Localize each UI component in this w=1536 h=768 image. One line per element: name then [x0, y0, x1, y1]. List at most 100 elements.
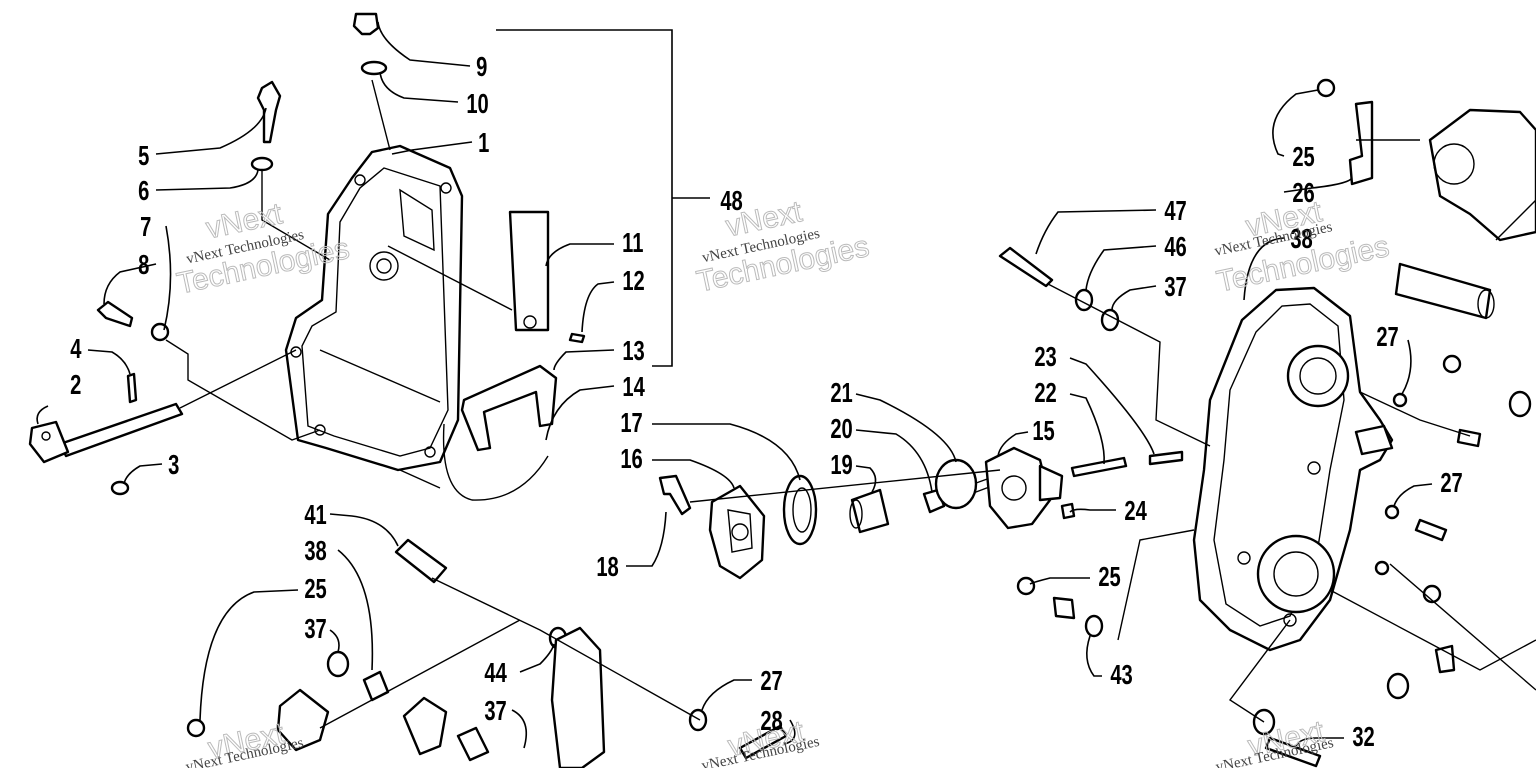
- callout-9: 9: [476, 52, 487, 83]
- callout-46: 46: [1164, 232, 1186, 263]
- nut-25b-part: [1316, 78, 1336, 98]
- callout-2: 2: [70, 370, 81, 401]
- nut-25a-part: [186, 718, 206, 738]
- callout-37-center: 37: [484, 696, 506, 727]
- leader-lines: [36, 21, 1433, 749]
- chaincase-cover-part: [284, 144, 464, 472]
- callout-27: 25: [1098, 562, 1120, 593]
- washer-right-g-part: [1386, 672, 1410, 700]
- clutch-part: [1428, 108, 1536, 242]
- watermark-5: vNext vNext Technologies: [700, 714, 821, 768]
- callout-20: 20: [830, 414, 852, 445]
- callout-48: 48: [720, 186, 742, 217]
- callout-29-right: 27: [1440, 468, 1462, 499]
- nut-right-a-part: [1442, 354, 1462, 374]
- bolt-28-part: [738, 724, 788, 760]
- spacer-37b-part: [456, 726, 490, 762]
- oring-21-part: [934, 458, 978, 510]
- washer-right-e-part: [1374, 560, 1390, 576]
- bolt-47-part: [998, 246, 1054, 288]
- plug-9-part: [352, 12, 380, 36]
- washer-29c-part: [1384, 504, 1400, 520]
- callout-47: 47: [1164, 196, 1186, 227]
- callout-34: 37: [1164, 272, 1186, 303]
- screw-24-part: [1060, 502, 1076, 520]
- bolt-18-part: [658, 474, 692, 516]
- callout-13: 13: [622, 336, 644, 367]
- spring-22-part: [1070, 456, 1128, 478]
- cover-plate-part: [508, 210, 550, 332]
- callout-22: 22: [1034, 378, 1056, 409]
- bolt-right-c-part: [1456, 428, 1482, 448]
- callouts: 9 10 1 5 6 7 8 48 11 12 13 14 4 2 3 17 1…: [70, 52, 1463, 753]
- gasket-part: [442, 423, 549, 501]
- pin-23-part: [1148, 450, 1184, 466]
- callout-14: 14: [622, 372, 645, 403]
- callout-1: 1: [478, 128, 489, 159]
- callout-15: 15: [1032, 416, 1054, 447]
- bolt-8-part: [96, 300, 134, 328]
- cover-16-part: [708, 484, 766, 580]
- callout-25-left: 25: [304, 574, 326, 605]
- bushing-41-part: [394, 538, 448, 584]
- shaft-part: [28, 402, 184, 464]
- callout-38: 38: [304, 536, 326, 567]
- washer-right-b-part: [1508, 390, 1532, 418]
- washer-29b-part: [1392, 392, 1408, 408]
- callout-4: 4: [70, 334, 82, 365]
- callout-6: 6: [138, 176, 149, 207]
- callout-37-left: 37: [304, 614, 326, 645]
- ring-17-part: [782, 474, 818, 546]
- callout-8: 8: [138, 250, 149, 281]
- washer-6-part: [250, 156, 274, 172]
- housing-15-part: [984, 446, 1064, 530]
- callout-16: 16: [620, 444, 642, 475]
- callout-5: 5: [138, 141, 149, 172]
- bolt-32-part: [1264, 736, 1322, 768]
- callout-44: 44: [484, 658, 507, 689]
- callout-26: 26: [1292, 178, 1314, 209]
- block-part: [276, 688, 330, 752]
- washer-29a-part: [688, 708, 708, 732]
- bolt-5-part: [256, 80, 282, 144]
- callout-35: 38: [1290, 224, 1312, 255]
- watermark-3: vNext Technologies vNext Technologies: [1213, 195, 1392, 300]
- bolt-right-h-part: [1434, 644, 1456, 674]
- callout-3: 3: [168, 450, 179, 481]
- bracket-27b-part: [1052, 596, 1076, 620]
- callout-28: 28: [760, 706, 782, 737]
- screw-12-part: [568, 332, 586, 344]
- callout-17: 17: [620, 408, 642, 439]
- callout-25-right: 25: [1292, 142, 1314, 173]
- callout-41: 41: [304, 500, 326, 531]
- shaft-35-part: [1394, 262, 1495, 320]
- bracket-26-part: [1348, 100, 1374, 186]
- callout-19: 19: [830, 450, 852, 481]
- callout-12: 12: [622, 266, 644, 297]
- callout-11: 11: [622, 228, 643, 259]
- callout-23: 23: [1034, 342, 1056, 373]
- pin-4-part: [126, 372, 138, 404]
- callout-10: 10: [466, 89, 488, 120]
- chain-tensioner-part: [460, 364, 558, 452]
- bracket-part: [550, 626, 606, 768]
- bolt-right-d-part: [1414, 518, 1448, 542]
- bushing-19-part: [849, 488, 890, 534]
- gearcase-part: [1192, 286, 1394, 652]
- callout-29-bottom: 27: [760, 666, 782, 697]
- spacer-38-part: [362, 670, 390, 702]
- callout-7: 7: [140, 212, 151, 243]
- ring-3-part: [110, 480, 130, 496]
- callout-24: 24: [1124, 496, 1147, 527]
- washer-10-part: [360, 60, 388, 76]
- callout-29-upper: 27: [1376, 322, 1398, 353]
- callout-43: 43: [1110, 660, 1132, 691]
- washer-43-part: [1084, 614, 1104, 638]
- callout-18: 18: [596, 552, 618, 583]
- callout-32: 32: [1352, 722, 1374, 753]
- washer-37a-part: [326, 650, 350, 678]
- nut-27-part: [1016, 576, 1036, 596]
- watermark-2: vNext Technologies vNext Technologies: [693, 195, 872, 300]
- block-b-part: [402, 696, 448, 756]
